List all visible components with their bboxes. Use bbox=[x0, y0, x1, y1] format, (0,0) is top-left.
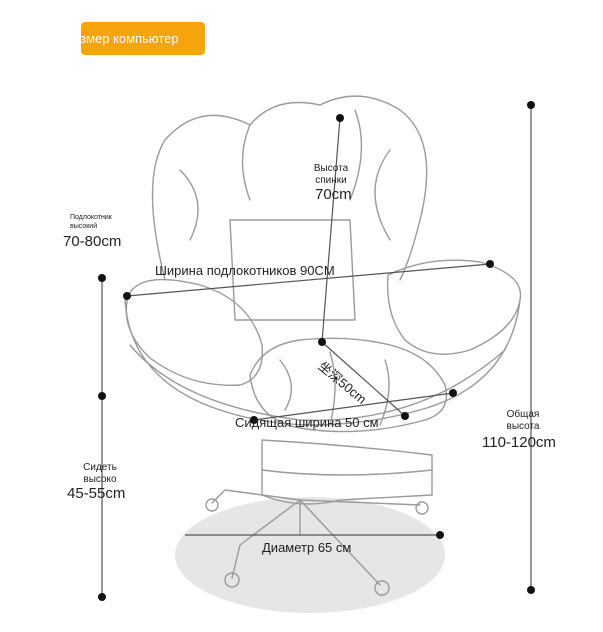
armrest-width-label: Ширина подлокотников 90CM bbox=[155, 263, 335, 278]
back-height-line1: Высота bbox=[313, 163, 349, 174]
dot bbox=[527, 586, 535, 594]
total-height-label: Общая высота bbox=[495, 409, 551, 433]
dot bbox=[98, 392, 106, 400]
dimension-dots bbox=[98, 101, 535, 601]
total-height-line1: Общая bbox=[506, 409, 540, 420]
dot bbox=[401, 412, 409, 420]
dimension-lines bbox=[101, 105, 532, 597]
total-height-value: 110-120cm bbox=[482, 434, 556, 451]
dot bbox=[486, 260, 494, 268]
size-badge: азмер компьютер bbox=[81, 22, 205, 55]
total-height-line2: высота bbox=[506, 421, 540, 432]
armrest-height-line1: Подлокотник bbox=[70, 214, 112, 221]
back-height-label: Высота спинки bbox=[304, 163, 358, 187]
back-height-value: 70cm bbox=[315, 186, 352, 203]
dot bbox=[98, 593, 106, 601]
size-badge-text: азмер компьютер bbox=[81, 31, 179, 46]
dot bbox=[527, 101, 535, 109]
dot bbox=[336, 114, 344, 122]
dot bbox=[250, 416, 258, 424]
dot bbox=[98, 274, 106, 282]
dot bbox=[436, 531, 444, 539]
back-height-line2: спинки bbox=[315, 175, 347, 186]
dot bbox=[449, 389, 457, 397]
back-height-line bbox=[321, 117, 341, 343]
seat-depth-line bbox=[321, 341, 406, 417]
armrest-height-value: 70-80cm bbox=[63, 233, 122, 250]
seat-height-value: 45-55cm bbox=[67, 485, 126, 502]
dot bbox=[123, 292, 131, 300]
seat-height-line2: высоко bbox=[83, 474, 117, 485]
base-diameter-label: Диаметр 65 см bbox=[262, 540, 352, 555]
armrest-height-label: Подлокотник высокий bbox=[70, 213, 112, 231]
dot bbox=[318, 338, 326, 346]
floor-shadow bbox=[175, 497, 445, 613]
seat-width-line bbox=[253, 392, 454, 421]
seat-height-line1: Сидеть bbox=[83, 462, 117, 473]
chair-outline bbox=[124, 95, 522, 596]
seat-height-label: Сидеть высоко bbox=[70, 462, 130, 486]
armrest-width-line bbox=[126, 263, 491, 297]
seat-width-label: Сидящая ширина 50 см bbox=[235, 415, 379, 430]
armrest-height-line2: высокий bbox=[70, 223, 98, 230]
